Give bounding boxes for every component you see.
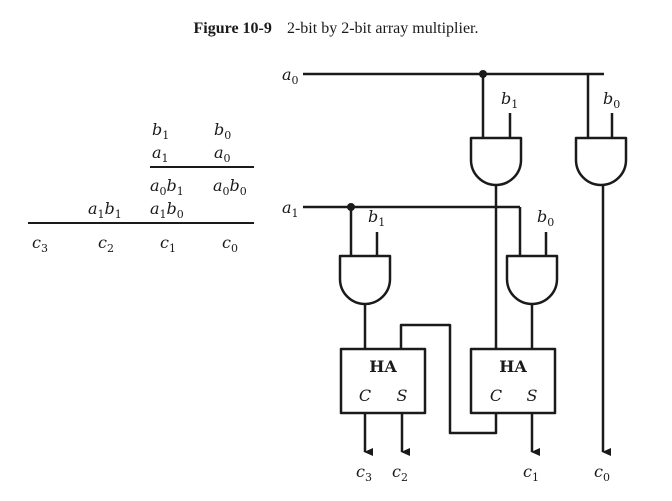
table-a0: a0 bbox=[214, 143, 231, 166]
label-c0: c0 bbox=[594, 462, 610, 484]
label-c2: c2 bbox=[392, 462, 408, 484]
label-b0-mid: b0 bbox=[537, 207, 554, 229]
label-a1: a1 bbox=[282, 198, 299, 220]
label-a0: a0 bbox=[282, 65, 299, 87]
and-gate-a1b1 bbox=[338, 254, 392, 306]
junction-a1 bbox=[347, 203, 355, 211]
label-b1-top: b1 bbox=[501, 89, 518, 111]
figure-label: Figure 10-9 bbox=[193, 20, 272, 37]
label-b0-top: b0 bbox=[603, 89, 620, 111]
table-c1: c1 bbox=[160, 233, 176, 256]
ha-left-title: HA bbox=[369, 357, 397, 376]
table-c0: c0 bbox=[222, 233, 238, 256]
table-a1b1: a1b1 bbox=[88, 199, 122, 222]
label-c3: c3 bbox=[356, 462, 372, 484]
half-adder-right bbox=[469, 347, 557, 415]
table-b1: b1 bbox=[152, 120, 170, 143]
table-a0b0: a0b0 bbox=[213, 176, 247, 199]
half-adder-left bbox=[339, 347, 427, 415]
wire-carry bbox=[399, 323, 498, 435]
table-c2: c2 bbox=[98, 233, 114, 256]
ha-right-carry: C bbox=[490, 386, 502, 405]
and-gate-a0b0 bbox=[574, 136, 628, 187]
and-gate-a0b1 bbox=[469, 136, 523, 187]
table-rule-2 bbox=[28, 222, 254, 224]
junction-a0 bbox=[479, 70, 487, 78]
figure-caption: Figure 10-9 2-bit by 2-bit array multipl… bbox=[0, 18, 672, 38]
ha-right-sum: S bbox=[527, 386, 538, 405]
figure-title: 2-bit by 2-bit array multiplier. bbox=[286, 20, 479, 37]
table-rule-1 bbox=[150, 166, 254, 168]
label-b1-mid: b1 bbox=[368, 207, 385, 229]
ha-left-sum: S bbox=[397, 386, 408, 405]
table-a1: a1 bbox=[152, 143, 169, 166]
table-a1b0: a1b0 bbox=[150, 199, 184, 222]
ha-right-title: HA bbox=[499, 357, 527, 376]
table-a0b1: a0b1 bbox=[150, 176, 184, 199]
table-c3: c3 bbox=[32, 233, 48, 256]
ha-left-carry: C bbox=[359, 386, 371, 405]
table-b0: b0 bbox=[214, 120, 232, 143]
and-gate-a1b0 bbox=[505, 254, 559, 306]
label-c1: c1 bbox=[523, 462, 539, 484]
